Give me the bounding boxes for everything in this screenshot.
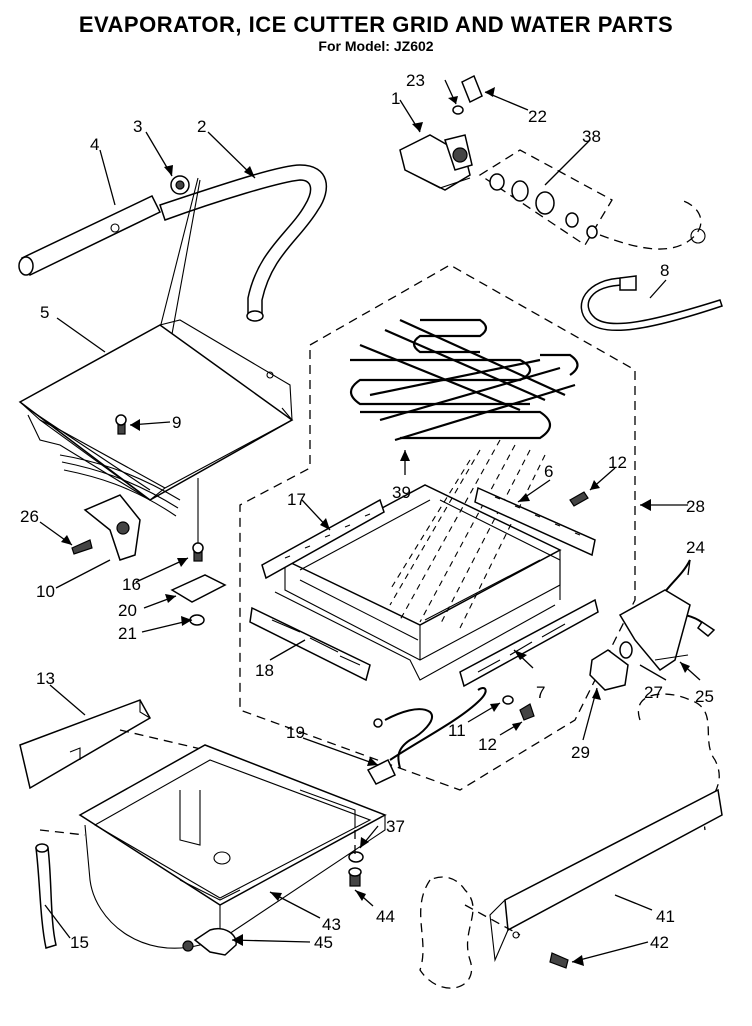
- part-15-drain-tube: [35, 843, 57, 949]
- callout-labels: 1 23 22 38 3 2 4 5 8 9 39 17 6 12 28 26 …: [20, 71, 714, 952]
- part-1-water-valve: [399, 134, 473, 191]
- part-39-evaporator-coil: [349, 318, 579, 442]
- part-25-bracket: [618, 589, 691, 671]
- part-16-screw: [192, 542, 204, 562]
- callout-18: 18: [255, 661, 274, 680]
- callout-11: 11: [448, 721, 466, 740]
- callout-28: 28: [686, 497, 705, 516]
- part-11-washer: [502, 695, 514, 705]
- callout-7: 7: [536, 683, 545, 702]
- callout-25: 25: [695, 687, 714, 706]
- diagram-title: EVAPORATOR, ICE CUTTER GRID AND WATER PA…: [78, 12, 674, 37]
- callout-1: 1: [391, 89, 400, 108]
- part-5-evaporator-pan: [18, 319, 294, 517]
- part-17-grid-side: [261, 498, 385, 580]
- callout-45: 45: [314, 933, 333, 952]
- part-7-grid-side: [459, 598, 599, 688]
- callout-27: 27: [644, 683, 663, 702]
- part-12-screw-upper: [569, 491, 589, 507]
- part-21-nut: [189, 614, 205, 626]
- part-26-screw: [71, 539, 93, 555]
- callout-20: 20: [118, 601, 137, 620]
- callout-10: 10: [36, 582, 55, 601]
- callout-43: 43: [322, 915, 341, 934]
- callout-8: 8: [660, 261, 669, 280]
- model-subtitle: For Model: JZ602: [318, 38, 434, 54]
- callout-21: 21: [118, 624, 137, 643]
- part-10-bracket: [83, 494, 141, 561]
- part-22-fitting: [461, 74, 483, 104]
- callout-6: 6: [544, 462, 553, 481]
- part-42-screw: [549, 952, 569, 969]
- callout-42: 42: [650, 933, 669, 952]
- callout-12-upper: 12: [608, 453, 627, 472]
- callout-2: 2: [197, 117, 206, 136]
- part-19-wire-harness: [366, 687, 487, 785]
- callout-26: 26: [20, 507, 39, 526]
- part-37-washer: [348, 851, 364, 863]
- part-45-grommet: [182, 928, 237, 956]
- callout-23: 23: [406, 71, 425, 90]
- part-13-front-plate: [19, 699, 152, 790]
- freezer-wall-dashed: [637, 693, 720, 831]
- callout-24: 24: [686, 538, 705, 557]
- part-27-grommet: [619, 641, 633, 659]
- callout-29: 29: [571, 743, 590, 762]
- part-9-screw: [115, 414, 127, 435]
- callout-5: 5: [40, 303, 49, 322]
- callout-12-lower: 12: [478, 735, 497, 754]
- part-6-grid-side: [474, 486, 596, 557]
- callout-13: 13: [36, 669, 55, 688]
- part-4-fill-tube: [18, 195, 162, 277]
- callout-3: 3: [133, 117, 142, 136]
- callout-4: 4: [90, 135, 99, 154]
- cutter-grid-frame: [274, 484, 562, 681]
- grid-wires: [389, 439, 546, 629]
- ice-maker-outline-dashed: [419, 876, 474, 989]
- callout-9: 9: [172, 413, 181, 432]
- part-18-grid-side: [249, 606, 371, 682]
- callout-37: 37: [386, 817, 405, 836]
- part-12-screw-lower: [519, 703, 535, 721]
- part-44-screw: [348, 867, 362, 887]
- inlet-tube-dashed: [599, 199, 702, 250]
- callout-39: 39: [392, 483, 411, 502]
- callout-16: 16: [122, 575, 141, 594]
- callout-38: 38: [582, 127, 601, 146]
- callout-15: 15: [70, 933, 89, 952]
- part-20-clip: [170, 574, 227, 603]
- part-23-washer: [452, 105, 464, 115]
- callout-17: 17: [287, 490, 306, 509]
- callout-41: 41: [656, 907, 675, 926]
- part-38-outline: [478, 149, 613, 246]
- callout-44: 44: [376, 907, 395, 926]
- part-38-fittings: [489, 173, 598, 239]
- part-29-bracket: [589, 649, 629, 691]
- part-41-side-panel: [489, 788, 723, 963]
- callout-19: 19: [286, 723, 305, 742]
- grid-assembly-outline: [239, 264, 636, 791]
- part-3-grommet: [170, 175, 190, 195]
- part-43-ice-tray: [78, 744, 387, 949]
- arrowheads: [61, 87, 690, 966]
- callout-22: 22: [528, 107, 547, 126]
- part-8-tube: [580, 277, 723, 332]
